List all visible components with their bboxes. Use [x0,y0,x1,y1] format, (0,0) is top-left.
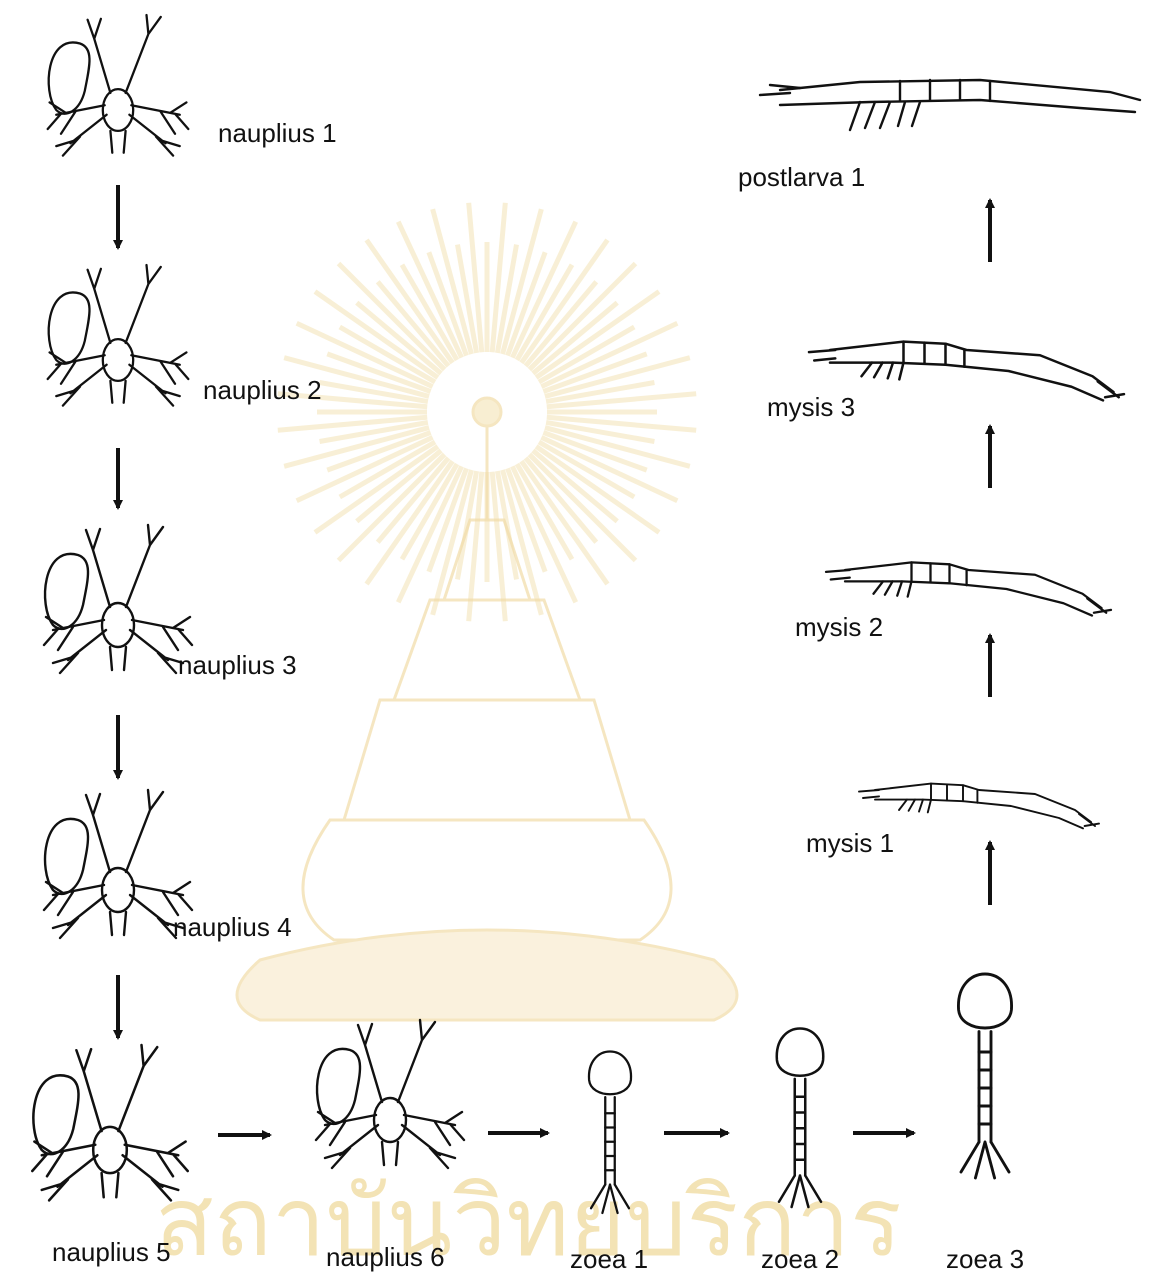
nauplius-2-drawing [48,265,189,406]
label-zoea-3: zoea 3 [946,1244,1024,1275]
label-zoea-1: zoea 1 [570,1244,648,1275]
mysis-2-drawing [826,562,1111,615]
label-mysis-3: mysis 3 [767,392,855,423]
label-mysis-2: mysis 2 [795,612,883,643]
nauplius-5-drawing [32,1045,187,1200]
nauplius-4-drawing [44,790,192,938]
nauplius-3-drawing [44,525,192,673]
label-nauplius-2: nauplius 2 [203,375,322,406]
mysis-3-drawing [809,342,1124,401]
nauplius-1-drawing [48,15,189,156]
label-nauplius-6: nauplius 6 [326,1242,445,1273]
mysis-1-drawing [859,784,1099,829]
label-postlarva-1: postlarva 1 [738,162,865,193]
label-nauplius-4: nauplius 4 [173,912,292,943]
zoea-3-drawing [958,974,1011,1178]
label-nauplius-1: nauplius 1 [218,118,337,149]
label-nauplius-5: nauplius 5 [52,1237,171,1268]
label-nauplius-3: nauplius 3 [178,650,297,681]
zoea-2-drawing [777,1029,823,1208]
nauplius-6-drawing [316,1020,464,1168]
label-zoea-2: zoea 2 [761,1244,839,1275]
label-mysis-1: mysis 1 [806,828,894,859]
postlarva-1-drawing [760,80,1140,130]
zoea-1-drawing [589,1052,631,1214]
